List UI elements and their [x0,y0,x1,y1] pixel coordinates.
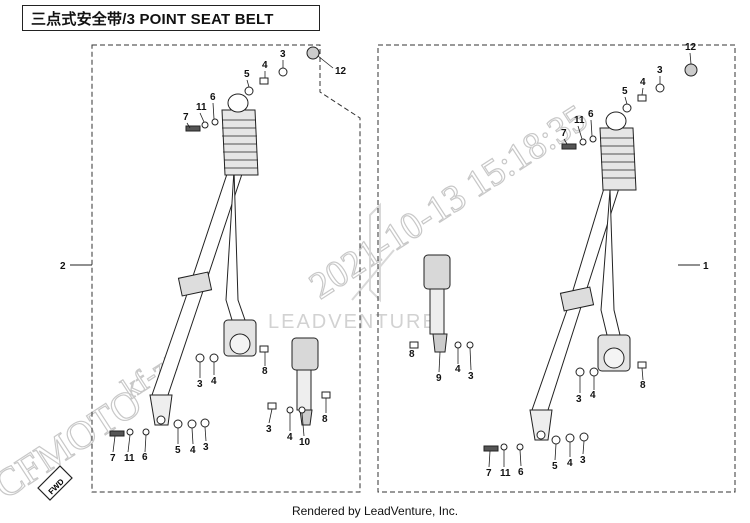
callout-mid-3: 3 [197,379,203,390]
callout-r-5: 5 [622,86,628,97]
left-lower-anchor [149,394,173,426]
callout-r-buckle-9: 9 [436,373,442,384]
callout-7: 7 [183,112,189,123]
left-buckle [291,337,319,371]
callout-mid-4: 4 [211,376,217,387]
callout-3: 3 [280,49,286,60]
right-hardware [409,63,698,452]
callout-4: 4 [262,60,268,71]
callout-r-bottom-6: 6 [518,467,524,478]
callout-r-buckle-4: 4 [455,364,461,375]
callout-buckle-3: 3 [266,424,272,435]
callout-buckle-10: 10 [299,437,311,448]
callout-assembly-right: 1 [703,261,709,272]
callout-5: 5 [244,69,250,80]
right-cap-12 [684,63,698,77]
watermark-brand: CFMOTO [0,379,149,507]
right-bolt-7 [561,143,577,150]
callout-bottom-4: 4 [190,445,196,456]
callout-bottom-5: 5 [175,445,181,456]
callout-r-bottom-7: 7 [486,468,492,479]
right-lower-anchor [529,409,553,441]
right-pillar-loop [599,127,637,191]
right-buckle [423,254,451,290]
callout-r-mid-8: 8 [640,380,646,391]
callout-r-buckle-8: 8 [409,349,415,360]
right-upper-anchor [605,111,627,131]
callout-r-4: 4 [640,77,646,88]
left-callouts: 12 3 4 5 6 11 7 3 4 8 7 11 6 5 4 3 3 4 1… [110,49,347,464]
left-belt-guide [177,271,213,297]
callout-buckle-4: 4 [287,432,293,443]
right-assembly-outline [377,44,736,493]
callout-r-3: 3 [657,65,663,76]
left-leader-lines [112,55,334,453]
callout-r-11: 11 [574,115,585,126]
callout-assembly-left: 2 [60,261,66,272]
left-upper-anchor [227,93,249,113]
watermark-company: LEADVENTURE [268,311,438,333]
diagram-title: 三点式安全带/3 POINT SEAT BELT [22,5,320,31]
callout-12: 12 [335,66,347,77]
callout-bottom-11: 11 [124,453,135,464]
right-bolt-7-lower [483,445,499,452]
callout-6: 6 [210,92,216,103]
left-cap-12 [306,46,320,60]
callout-r-6: 6 [588,109,594,120]
left-assembly-outline [91,44,361,493]
callout-r-bottom-5: 5 [552,461,558,472]
callout-r-12: 12 [685,42,697,53]
callout-r-bottom-4: 4 [567,458,573,469]
right-leader-lines [412,52,692,468]
left-belt-assembly [149,93,319,426]
footer-credit: Rendered by LeadVenture, Inc. [291,504,459,518]
right-belt-guide [559,286,595,312]
callout-mid-8: 8 [262,366,268,377]
left-bolt-7 [185,125,201,132]
right-belt-assembly [423,111,637,441]
callout-bottom-7: 7 [110,453,116,464]
callout-r-bottom-3: 3 [580,455,586,466]
callout-11: 11 [196,102,207,113]
callout-buckle-8: 8 [322,414,328,425]
callout-bottom-3: 3 [203,442,209,453]
callout-r-7: 7 [561,128,567,139]
callout-bottom-6: 6 [142,452,148,463]
left-hardware [109,46,331,437]
left-bolt-7-lower [109,430,125,437]
callout-r-buckle-3: 3 [468,371,474,382]
right-callouts: 12 3 4 5 6 11 7 3 4 8 7 11 6 5 4 3 8 9 4… [409,42,697,479]
watermark-logo [351,202,395,303]
callout-r-mid-4: 4 [590,390,596,401]
callout-r-bottom-11: 11 [500,468,511,479]
callout-r-mid-3: 3 [576,394,582,405]
